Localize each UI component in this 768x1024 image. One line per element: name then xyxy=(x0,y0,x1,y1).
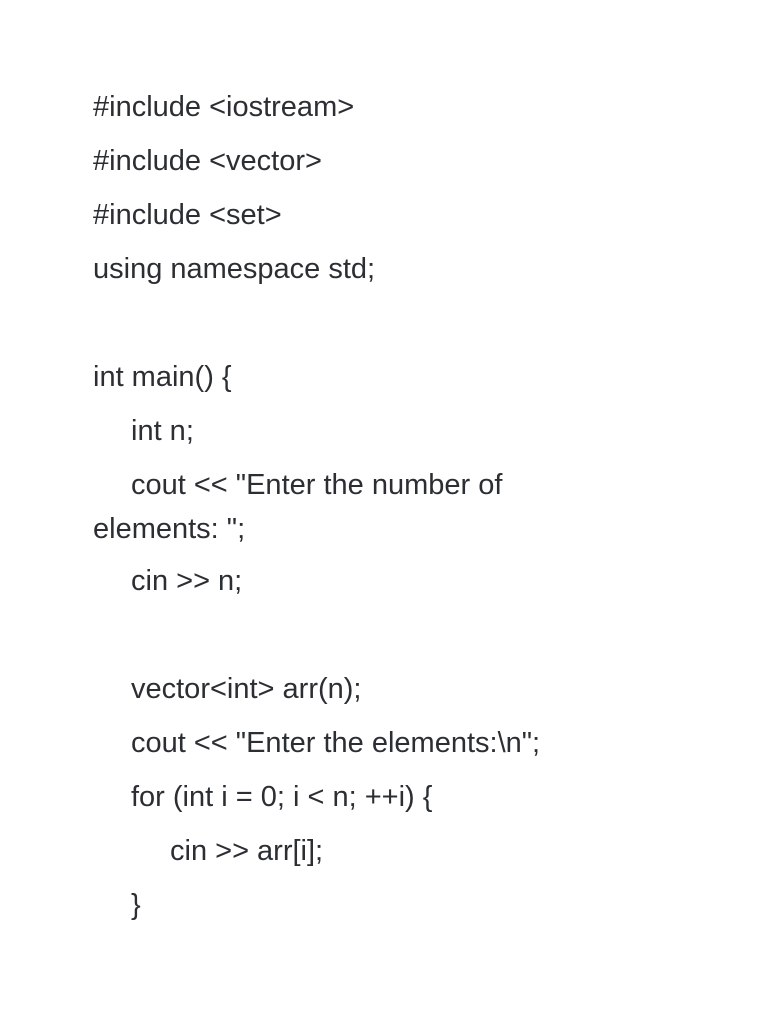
code-line-cout-prompt-part2: elements: "; xyxy=(93,513,246,545)
code-line-cin-arr: cin >> arr[i]; xyxy=(170,835,324,867)
code-line-int-n: int n; xyxy=(131,415,194,447)
code-line-vector-decl: vector<int> arr(n); xyxy=(131,673,362,705)
code-line-blank xyxy=(93,296,653,350)
code-line-for-loop: for (int i = 0; i < n; ++i) { xyxy=(131,781,433,813)
code-line-blank xyxy=(93,608,653,662)
code-line-cout-prompt-part1: cout << "Enter the number of xyxy=(131,469,503,501)
code-line-using-namespace: using namespace std; xyxy=(93,253,376,285)
code-line-main-open: int main() { xyxy=(93,361,232,393)
code-line-cout-elements: cout << "Enter the elements:\n"; xyxy=(131,727,541,759)
code-line-cout-prompt: cout << "Enter the number of elements: "… xyxy=(93,458,653,554)
code-listing: #include <iostream> #include <vector> #i… xyxy=(93,80,653,932)
code-line-for-close: } xyxy=(131,889,141,921)
code-line-cin-n: cin >> n; xyxy=(131,565,243,597)
code-line-include-iostream: #include <iostream> xyxy=(93,91,355,123)
code-line-include-set: #include <set> xyxy=(93,199,282,231)
code-line-include-vector: #include <vector> xyxy=(93,145,322,177)
